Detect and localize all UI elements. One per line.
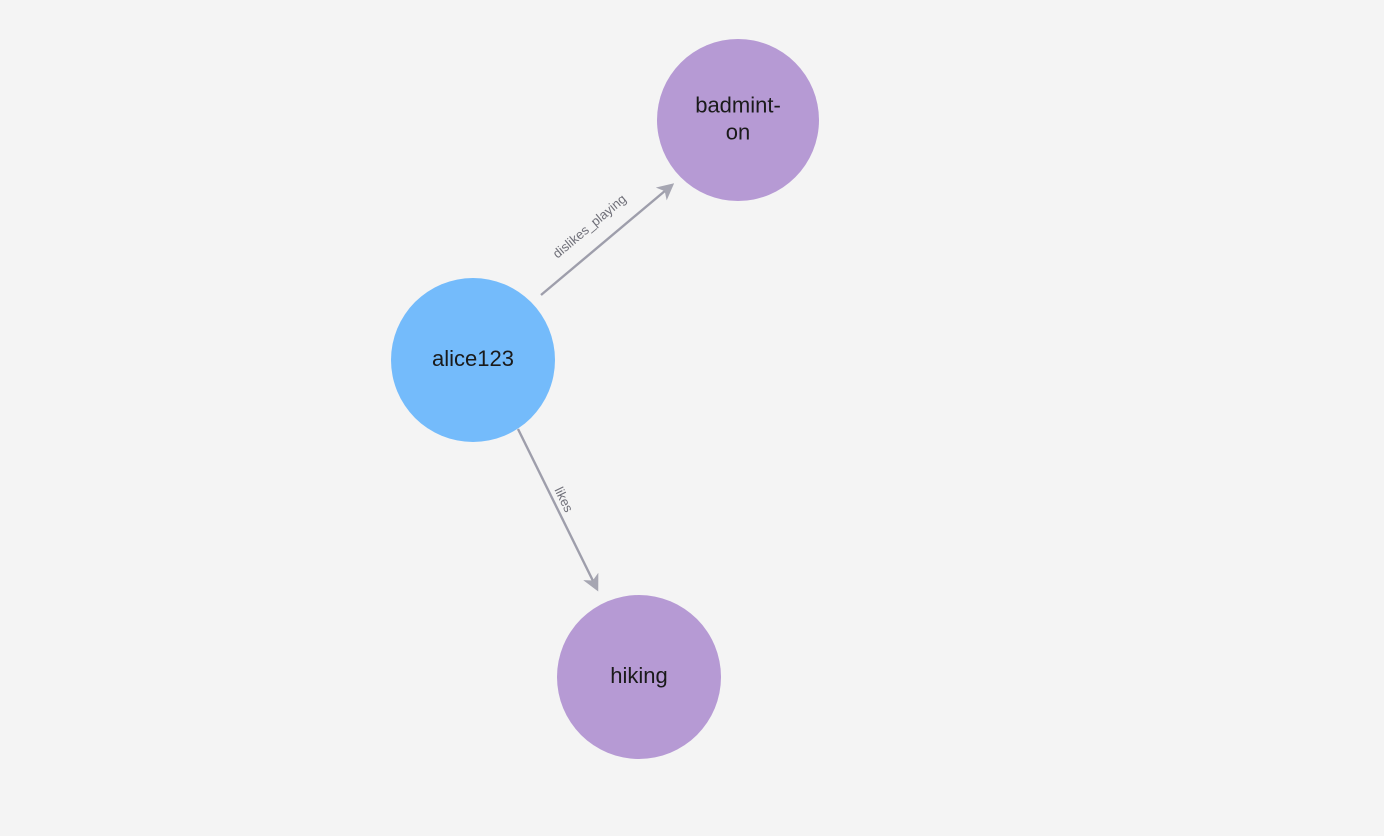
node-group: badmint-on alice123 hiking [391, 39, 819, 759]
node-hiking[interactable]: hiking [557, 595, 721, 759]
edge-likes[interactable]: likes [516, 428, 599, 592]
node-circle[interactable] [557, 595, 721, 759]
node-badminton[interactable]: badmint-on [657, 39, 819, 201]
node-circle[interactable] [391, 278, 555, 442]
edge-line[interactable] [516, 428, 599, 592]
node-alice123[interactable]: alice123 [391, 278, 555, 442]
node-circle[interactable] [657, 39, 819, 201]
edge-label-likes: likes [552, 485, 577, 515]
edge-label-dislikes-playing: dislikes_playing [550, 191, 629, 261]
edge-dislikes-playing[interactable]: dislikes_playing [540, 183, 675, 296]
edge-line[interactable] [540, 183, 675, 296]
